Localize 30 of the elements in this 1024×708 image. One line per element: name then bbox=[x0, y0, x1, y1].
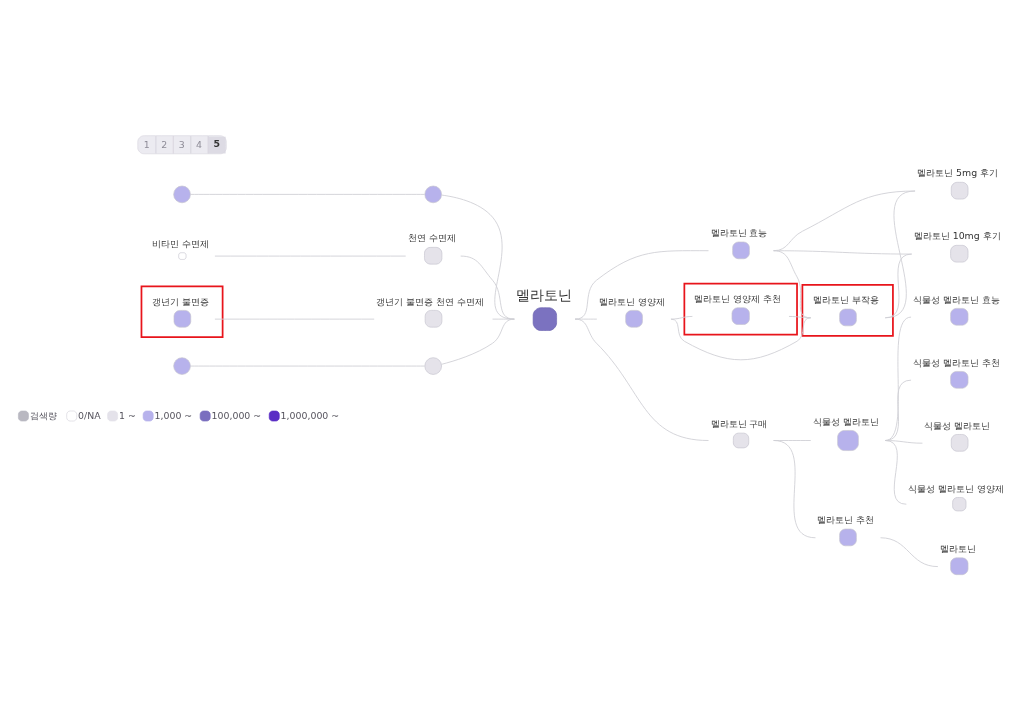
node-label: 멜라토닌 추천 bbox=[817, 513, 875, 525]
node-label: 멜라토닌 부작용 bbox=[812, 293, 879, 305]
label: 4 bbox=[196, 138, 203, 150]
label: 3 bbox=[178, 138, 185, 150]
node-label: 멜라토닌 bbox=[939, 542, 976, 554]
legend-label: 100,000 ~ bbox=[211, 409, 262, 421]
node-label: 식물성 멜라토닌 bbox=[924, 419, 991, 431]
node-label: 멜라토닌 영양제 추천 bbox=[694, 292, 782, 304]
node-label: 식물성 멜라토닌 추천 bbox=[913, 356, 1001, 368]
node-label: 갱년기 불면증 bbox=[151, 295, 209, 306]
label: 5 bbox=[213, 137, 221, 149]
node-label: 멜라토닌 구매 bbox=[710, 417, 768, 429]
node-label: 멜라토닌 bbox=[516, 286, 573, 303]
node-label: 식물성 멜라토닌 bbox=[812, 415, 879, 427]
label: 1 bbox=[143, 138, 150, 150]
legend-label: 0/NA bbox=[78, 409, 101, 421]
legend-label: 1 ~ bbox=[119, 409, 136, 421]
legend-label: 1,000 ~ bbox=[154, 409, 193, 421]
node-label: 멜라토닌 10mg 후기 bbox=[913, 229, 1001, 241]
label: 2 bbox=[161, 138, 168, 150]
label: 검색량 bbox=[29, 409, 57, 421]
node-label: 식물성 멜라토닌 영양제 bbox=[908, 482, 1005, 494]
node-label: 비타민 수면제 bbox=[151, 237, 209, 249]
node-label: 멜라토닌 영양제 bbox=[598, 295, 665, 306]
node-label: 갱년기 불면증 천연 수면제 bbox=[376, 295, 485, 306]
node-label: 멜라토닌 5mg 후기 bbox=[917, 166, 999, 178]
node-label: 멜라토닌 효능 bbox=[710, 226, 768, 238]
legend-label: 1,000,000 ~ bbox=[280, 409, 340, 421]
node-label: 천연 수면제 bbox=[407, 231, 456, 243]
node-label: 식물성 멜라토닌 효능 bbox=[913, 292, 1001, 304]
